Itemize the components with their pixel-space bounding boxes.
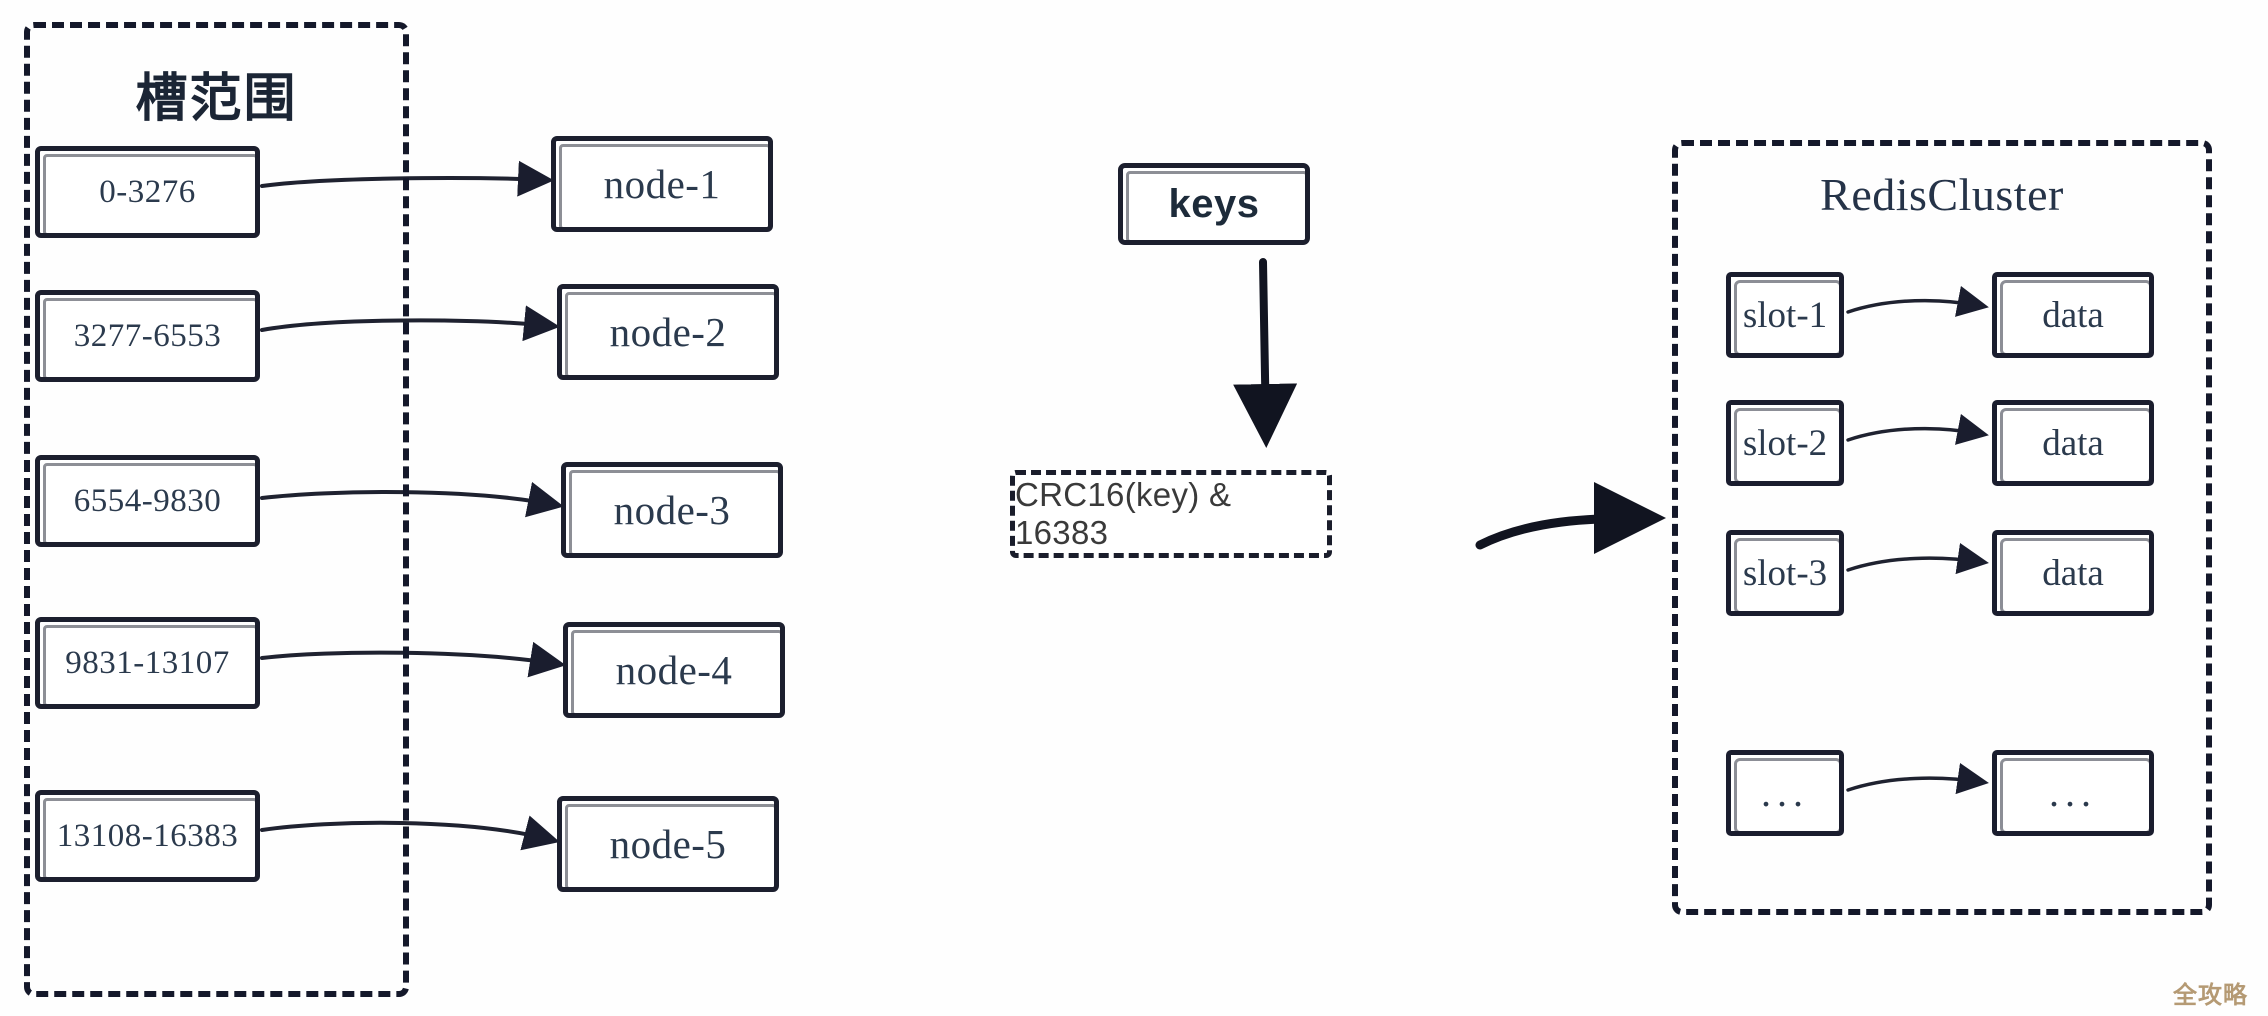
node-box-1[interactable]: node-1: [551, 136, 773, 232]
cluster-slot-box-1[interactable]: slot-1: [1726, 272, 1844, 358]
cluster-slot-label: slot-2: [1742, 422, 1828, 464]
cluster-slot-label: ...: [1761, 770, 1809, 815]
slot-range-box-1[interactable]: 0-3276: [35, 146, 260, 238]
node-label: node-1: [603, 161, 721, 207]
cluster-slot-box-2[interactable]: slot-2: [1726, 400, 1844, 486]
cluster-data-box-1[interactable]: data: [1992, 272, 2154, 358]
redis-cluster-group: RedisCluster: [1672, 140, 2212, 915]
cluster-data-label: data: [2042, 294, 2104, 336]
slot-range-label: 6554-9830: [73, 482, 222, 519]
node-box-3[interactable]: node-3: [561, 462, 783, 558]
cluster-data-label: data: [2042, 422, 2104, 464]
hash-to-cluster-arrow: [1475, 482, 1666, 555]
slot-range-title: 槽范围: [135, 70, 298, 128]
hash-function-label: CRC16(key) & 16383: [1015, 476, 1232, 551]
slot-range-box-3[interactable]: 6554-9830: [35, 455, 260, 547]
watermark: 全攻略: [2173, 982, 2248, 1009]
slot-range-label: 13108-16383: [56, 817, 239, 854]
cluster-data-box-4[interactable]: ...: [1992, 750, 2154, 836]
slot-range-label: 0-3276: [99, 173, 196, 210]
cluster-slot-label: slot-1: [1742, 294, 1828, 336]
redis-cluster-title: RedisCluster: [1820, 169, 2064, 220]
hash-function-box[interactable]: CRC16(key) & 16383: [1010, 470, 1332, 558]
cluster-data-box-2[interactable]: data: [1992, 400, 2154, 486]
slot-range-group: 槽范围: [24, 22, 409, 997]
slot-range-label: 3277-6553: [73, 317, 222, 354]
cluster-data-box-3[interactable]: data: [1992, 530, 2154, 616]
cluster-data-label: data: [2042, 552, 2104, 594]
slot-range-box-5[interactable]: 13108-16383: [35, 790, 260, 882]
keys-label: keys: [1168, 181, 1260, 226]
node-box-5[interactable]: node-5: [557, 796, 779, 892]
node-box-2[interactable]: node-2: [557, 284, 779, 380]
node-label: node-2: [609, 309, 727, 355]
node-box-4[interactable]: node-4: [563, 622, 785, 718]
slot-range-box-2[interactable]: 3277-6553: [35, 290, 260, 382]
keys-box[interactable]: keys: [1118, 163, 1310, 245]
cluster-slot-box-3[interactable]: slot-3: [1726, 530, 1844, 616]
node-label: node-4: [615, 647, 733, 693]
cluster-slot-box-4[interactable]: ...: [1726, 750, 1844, 836]
node-label: node-3: [613, 487, 731, 533]
slot-range-label: 9831-13107: [65, 644, 230, 681]
cluster-data-label: ...: [2049, 770, 2097, 815]
cluster-slot-label: slot-3: [1742, 552, 1828, 594]
node-label: node-5: [609, 821, 727, 867]
keys-to-hash-arrow: [1233, 258, 1298, 448]
slot-range-box-4[interactable]: 9831-13107: [35, 617, 260, 709]
